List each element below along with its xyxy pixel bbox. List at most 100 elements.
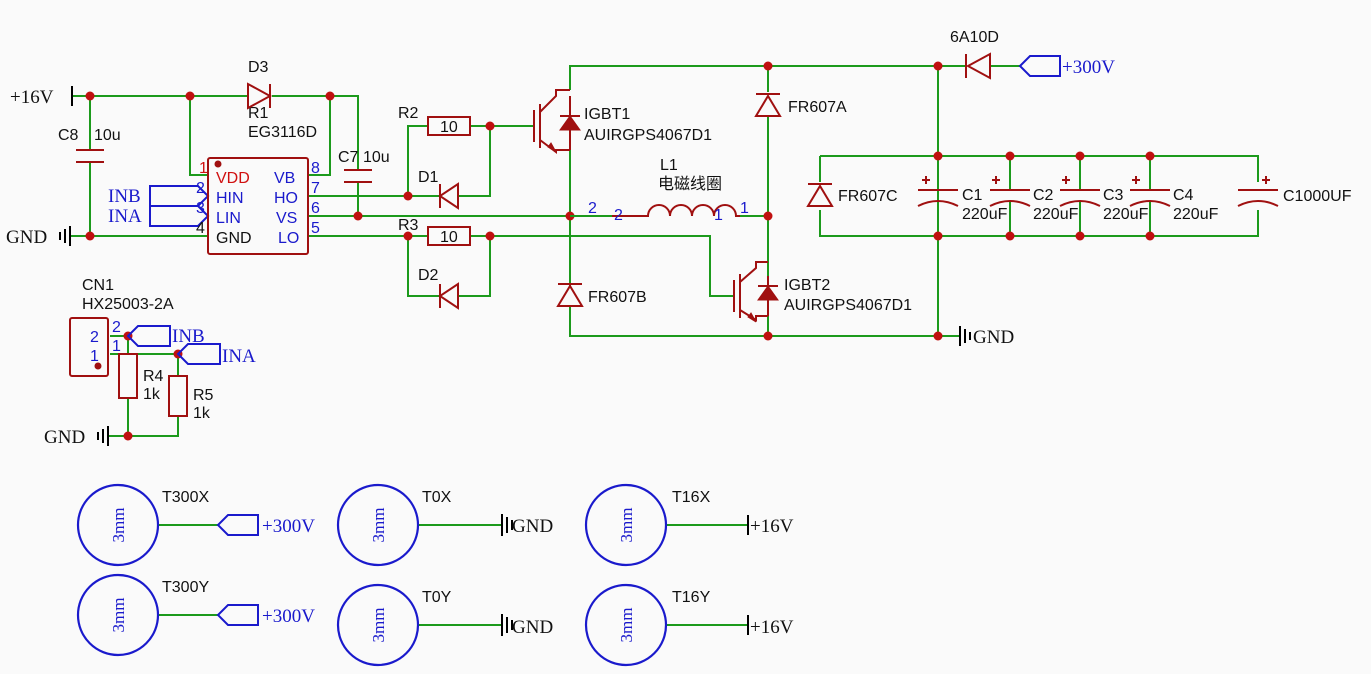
capacitor-c3: C3 220uF [1059,176,1149,223]
power-16v-left: +16V [10,86,73,108]
svg-text:R5: R5 [193,387,214,404]
svg-text:1k: 1k [193,405,211,422]
testpoint-t16x: 3mm T16X +16V [584,483,794,567]
svg-text:R3: R3 [398,217,419,234]
svg-text:2: 2 [196,180,205,197]
svg-text:T0Y: T0Y [422,589,452,606]
svg-text:7: 7 [311,180,320,197]
inductor-l1: L1 电磁线圈 2 2 1 1 [570,157,749,224]
svg-text:5: 5 [311,220,320,237]
svg-text:220uF: 220uF [962,206,1008,223]
svg-text:VS: VS [276,210,297,227]
svg-text:C2: C2 [1033,187,1054,204]
svg-text:VDD: VDD [216,170,250,187]
svg-text:C7: C7 [338,149,359,166]
testpoint-t0y: 3mm T0Y GND [336,583,553,667]
svg-text:INB: INB [172,326,205,347]
svg-text:1: 1 [199,160,208,177]
diode-6a10d: 6A10D [950,29,999,80]
igbt-igbt1: IGBT1 AUIRGPS4067D1 [533,89,712,154]
svg-text:2: 2 [614,207,623,224]
svg-text:GND: GND [216,230,252,247]
svg-text:220uF: 220uF [1103,206,1149,223]
svg-text:220uF: 220uF [1173,206,1219,223]
svg-text:D2: D2 [418,267,439,284]
net-label-gnd-cn1: GND [44,427,85,448]
diode-d1: D1 [418,169,459,210]
capacitor-c7: C7 10u [338,149,390,183]
svg-text:6A10D: 6A10D [950,29,999,46]
svg-text:1: 1 [714,207,723,224]
svg-text:1: 1 [740,200,749,217]
svg-text:AUIRGPS4067D1: AUIRGPS4067D1 [784,297,912,314]
capacitor-c8: C8 10u [58,127,121,163]
svg-text:3mm: 3mm [369,608,388,643]
testpoint-t300x: 3mm T300X +300V [76,483,315,567]
svg-text:FR607B: FR607B [588,289,647,306]
svg-text:C1: C1 [962,187,983,204]
svg-text:D1: D1 [418,169,439,186]
svg-text:2: 2 [112,319,121,336]
svg-text:GND: GND [512,617,553,638]
svg-text:4: 4 [196,220,205,237]
capacitor-c4: C4 220uF [1129,176,1219,223]
resistor-r2: R2 10 [398,105,471,136]
svg-text:AUIRGPS4067D1: AUIRGPS4067D1 [584,127,712,144]
svg-text:FR607A: FR607A [788,99,847,116]
svg-text:T300X: T300X [162,489,209,506]
svg-text:C3: C3 [1103,187,1124,204]
svg-text:INB: INB [108,186,141,207]
svg-text:2: 2 [90,329,99,346]
svg-text:+16V: +16V [750,516,794,537]
svg-text:3mm: 3mm [617,508,636,543]
resistor-r3: R3 10 [398,217,471,246]
net-flag-inb-ic: INB [108,185,210,207]
svg-text:1: 1 [112,338,121,355]
testpoint-t0x: 3mm T0X GND [336,483,553,567]
svg-text:+300V: +300V [262,606,315,627]
svg-text:T0X: T0X [422,489,452,506]
svg-text:C8: C8 [58,127,79,144]
ground-symbol-cn1: GND [44,426,109,448]
svg-text:HX25003-2A: HX25003-2A [82,296,174,313]
ic-part: EG3116D [248,124,317,141]
diode-d3: D3 [247,59,273,110]
svg-text:220uF: 220uF [1033,206,1079,223]
diode-d2: D2 [418,267,459,310]
ic-eg3116d: R1 EG3116D 1 VDD 2 HIN 3 LIN 4 GND 8 VB … [196,105,320,255]
svg-text:3mm: 3mm [109,508,128,543]
svg-text:6: 6 [311,200,320,217]
net-label-gnd-left: GND [6,227,47,248]
diode-fr607b: FR607B [556,283,647,307]
svg-text:L1: L1 [660,157,678,174]
resistor-r5: R5 1k [168,375,214,422]
svg-text:10u: 10u [94,127,121,144]
capacitor-c1: C1 220uF [917,176,1008,223]
svg-text:2: 2 [588,200,597,217]
net-label-16v: +16V [10,87,54,108]
testpoint-t300y: 3mm T300Y +300V [76,573,315,657]
svg-text:GND: GND [512,516,553,537]
svg-text:VB: VB [274,170,295,187]
net-flag-ina-cn1: INA [176,343,256,367]
svg-text:R2: R2 [398,105,419,122]
svg-text:T16X: T16X [672,489,711,506]
capacitor-c2: C2 220uF [989,176,1079,223]
svg-text:10: 10 [440,229,458,246]
net-label-gnd-right: GND [973,327,1014,348]
svg-text:1: 1 [90,348,99,365]
svg-text:IGBT2: IGBT2 [784,277,830,294]
igbt-igbt2: IGBT2 AUIRGPS4067D1 [733,261,912,323]
svg-text:HO: HO [274,190,298,207]
diode-fr607c: FR607C [806,183,898,207]
svg-text:IGBT1: IGBT1 [584,106,630,123]
ground-symbol-left: GND [6,226,71,248]
net-flag-ina-ic: INA [108,205,210,227]
svg-text:C1000UF: C1000UF [1283,188,1352,205]
ic-ref: R1 [248,105,269,122]
svg-text:R4: R4 [143,368,164,385]
svg-text:D3: D3 [248,59,269,76]
svg-text:10u: 10u [363,149,390,166]
svg-text:+16V: +16V [750,617,794,638]
